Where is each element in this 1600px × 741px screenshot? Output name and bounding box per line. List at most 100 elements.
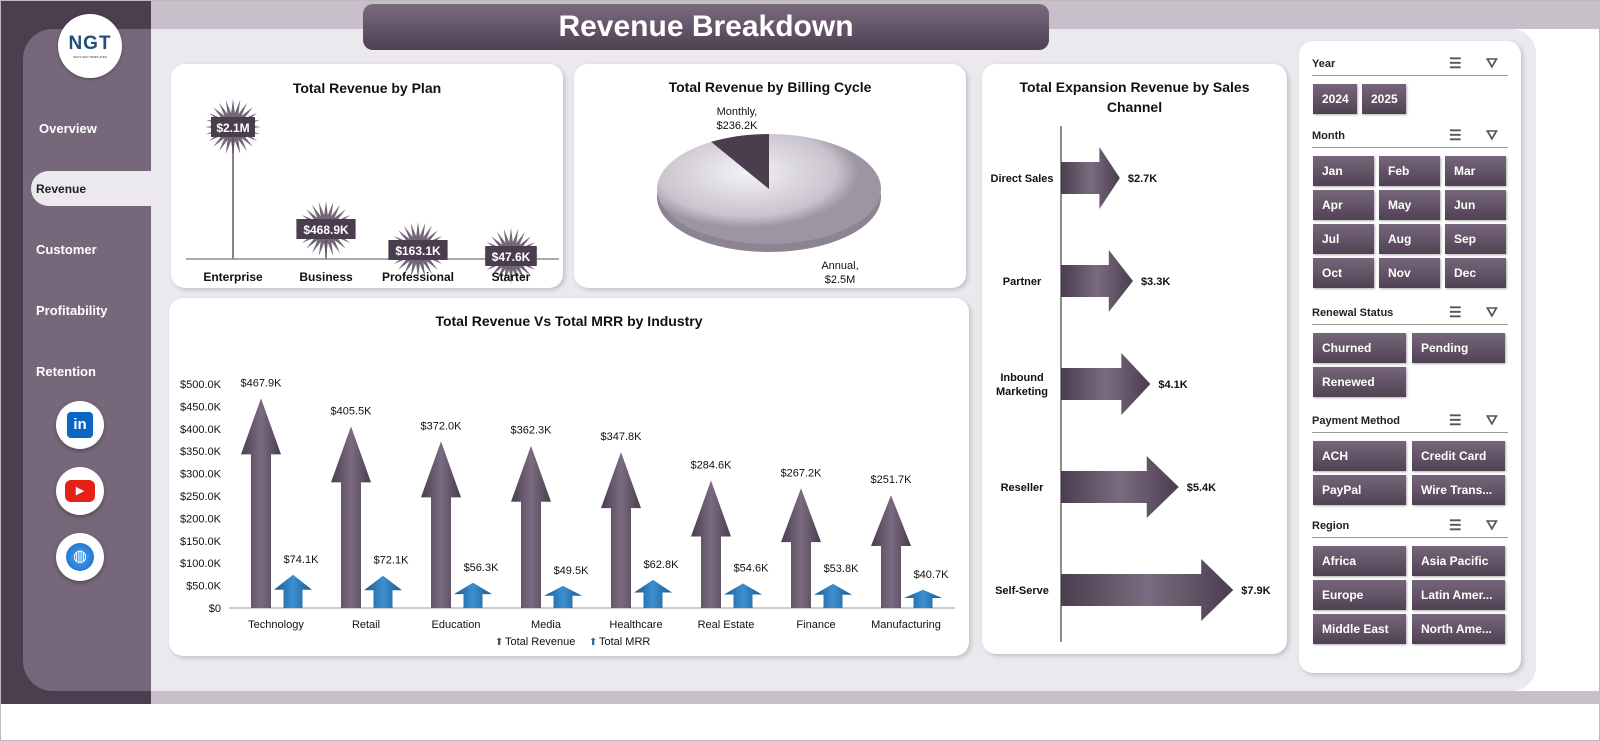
multi-select-icon[interactable]: ☰ [1449,55,1462,71]
revenue-arrow-label: $267.2K [781,467,823,479]
mrr-arrow [634,579,672,608]
mrr-arrow [364,575,402,608]
slicer-button-pending[interactable]: Pending [1412,333,1505,363]
youtube-icon: ▶ [65,480,95,502]
category-label: Direct Sales [991,173,1054,185]
y-tick-label: $100.0K [180,558,222,570]
slicer-button-apr[interactable]: Apr [1313,190,1374,220]
revenue-arrow [691,480,731,608]
slicer-header-renewal-status: Renewal Status☰⛛ [1312,304,1508,325]
website-button[interactable]: ◍ [56,533,104,581]
category-label: Inbound [1000,372,1043,384]
mrr-arrow-label: $56.3K [464,562,500,574]
slicer-button-may[interactable]: May [1379,190,1440,220]
bottom-band [151,691,1600,704]
data-label: $163.1K [395,244,441,258]
slicer-button-middle-east[interactable]: Middle East [1313,614,1406,644]
pie-slice-monthly [711,134,769,189]
nav-overview[interactable]: Overview [39,121,97,136]
clear-filter-icon[interactable]: ⛛ [1486,55,1498,71]
slicer-button-aug[interactable]: Aug [1379,224,1440,254]
linkedin-button[interactable]: in [56,401,104,449]
nav-customer[interactable]: Customer [36,242,97,257]
revenue-arrow [871,495,911,608]
mrr-arrow [724,583,762,608]
slice-value: $236.2K [717,120,759,132]
revenue-arrow-label: $347.8K [601,431,643,443]
multi-select-icon[interactable]: ☰ [1449,127,1462,143]
slicer-button-2024[interactable]: 2024 [1313,84,1357,114]
youtube-button[interactable]: ▶ [56,467,104,515]
slicer-button-2025[interactable]: 2025 [1362,84,1406,114]
slicer-button-feb[interactable]: Feb [1379,156,1440,186]
slicer-button-sep[interactable]: Sep [1445,224,1506,254]
nav-profitability[interactable]: Profitability [36,303,108,318]
expansion-arrow [1061,456,1179,518]
slicer-button-paypal[interactable]: PayPal [1313,475,1406,505]
y-tick-label: $200.0K [180,513,222,525]
clear-filter-icon[interactable]: ⛛ [1486,517,1498,533]
revenue-arrow-label: $284.6K [691,459,733,471]
data-label-bg [211,117,255,137]
multi-select-icon[interactable]: ☰ [1449,517,1462,533]
slicer-title: Year [1312,58,1336,70]
nav-retention[interactable]: Retention [36,364,96,379]
slicer-button-europe[interactable]: Europe [1313,580,1406,610]
slicer-button-latin-amer-[interactable]: Latin Amer... [1412,580,1505,610]
revenue-by-billing-card: Total Revenue by Billing Cycle Monthly,$… [574,64,966,288]
globe-icon: ◍ [66,543,94,571]
data-label: $5.4K [1187,482,1216,494]
y-tick-label: $50.0K [186,581,222,593]
slicer-header-region: Region☰⛛ [1312,517,1508,538]
slicer-button-oct[interactable]: Oct [1313,258,1374,288]
revenue-arrow-label: $251.7K [871,474,913,486]
legend-icon-revenue: ⬆ [495,637,503,648]
clear-filter-icon[interactable]: ⛛ [1486,127,1498,143]
category-label: Reseller [1001,482,1045,494]
mrr-arrow-label: $40.7K [914,569,950,581]
slicer-button-north-ame-[interactable]: North Ame... [1412,614,1505,644]
slicer-button-africa[interactable]: Africa [1313,546,1406,576]
data-label: $2.7K [1128,173,1157,185]
slicer-button-credit-card[interactable]: Credit Card [1412,441,1505,471]
sidebar [23,29,151,691]
slicer-button-jun[interactable]: Jun [1445,190,1506,220]
expansion-arrow [1061,250,1133,312]
slicer-button-churned[interactable]: Churned [1313,333,1406,363]
slicer-button-ach[interactable]: ACH [1313,441,1406,471]
slicer-button-nov[interactable]: Nov [1379,258,1440,288]
slicer-button-renewed[interactable]: Renewed [1313,367,1406,397]
legend-label: Total Revenue [505,636,575,648]
category-label: Finance [796,619,835,631]
clear-filter-icon[interactable]: ⛛ [1486,412,1498,428]
clear-filter-icon[interactable]: ⛛ [1486,304,1498,320]
nav-revenue[interactable]: Revenue [31,171,151,206]
data-label: $4.1K [1158,379,1187,391]
category-label: Self-Serve [995,585,1049,597]
mrr-arrow-label: $54.6K [734,563,770,575]
chart-title: Total Revenue by Plan [292,80,442,96]
category-label: Healthcare [609,619,662,631]
slicer-button-jan[interactable]: Jan [1313,156,1374,186]
linkedin-icon: in [67,412,93,438]
category-label: Starter [492,270,531,284]
slicer-header-month: Month☰⛛ [1312,127,1508,148]
expansion-arrow [1061,353,1151,415]
page-title: Revenue Breakdown [363,4,1049,50]
slicer-button-jul[interactable]: Jul [1313,224,1374,254]
slicer-button-mar[interactable]: Mar [1445,156,1506,186]
category-label: Real Estate [698,619,755,631]
multi-select-icon[interactable]: ☰ [1449,412,1462,428]
slicer-button-asia-pacific[interactable]: Asia Pacific [1412,546,1505,576]
y-tick-label: $350.0K [180,446,222,458]
multi-select-icon[interactable]: ☰ [1449,304,1462,320]
slice-label: Monthly, [717,106,758,118]
y-tick-label: $450.0K [180,401,222,413]
data-label-bg [296,219,356,239]
data-label: $47.6K [492,250,531,264]
y-tick-label: $250.0K [180,491,222,503]
slicer-button-wire-trans-[interactable]: Wire Trans... [1412,475,1505,505]
slicer-button-dec[interactable]: Dec [1445,258,1506,288]
